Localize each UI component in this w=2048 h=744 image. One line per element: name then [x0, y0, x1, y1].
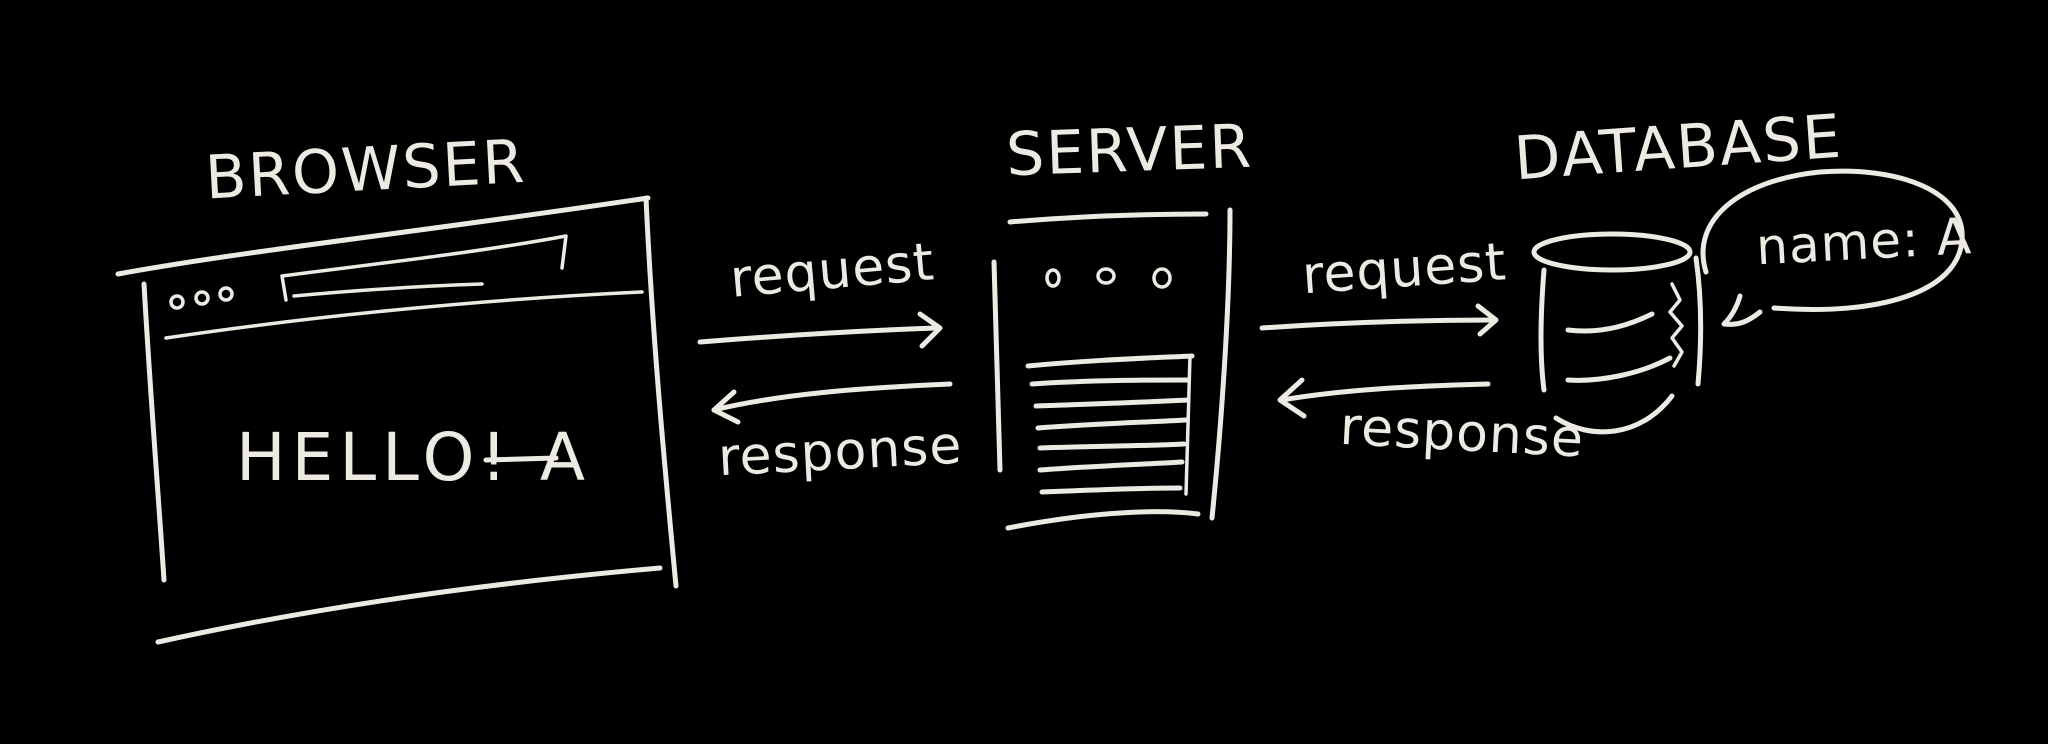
- server-database-edges: request response: [1259, 232, 1585, 470]
- browser-window-right-edge: [643, 195, 679, 589]
- database-cylinder-icon: [1531, 231, 1704, 435]
- browser-window-icon: [115, 195, 679, 645]
- browser-server-edges: request response: [697, 232, 964, 489]
- arrow-head-right-icon: [1475, 303, 1499, 337]
- browser-toolbar-divider: [164, 290, 644, 340]
- server-indicator-icon: [1096, 267, 1116, 285]
- response-arrow-1: [711, 381, 953, 413]
- response-arrow-2: [1279, 381, 1491, 403]
- database-layer: [1565, 355, 1673, 383]
- browser-window-bottom-edge: [155, 565, 663, 645]
- address-bar-underline: [292, 282, 484, 298]
- server-top-edge: [1007, 211, 1209, 225]
- record-bubble-tail: [1721, 293, 1763, 327]
- arrow-head-right-icon: [917, 311, 943, 349]
- window-dot-icon: [218, 286, 234, 302]
- browser-title: BROWSER: [203, 127, 527, 214]
- database-record: name: A: [1755, 207, 1973, 276]
- server-drive-slot: [1035, 417, 1189, 431]
- database-node: DATABASE name: A: [1512, 102, 1973, 435]
- address-bar-icon: [280, 234, 568, 302]
- database-left-side: [1538, 267, 1547, 393]
- server-right-edge: [1209, 207, 1233, 521]
- server-node: SERVER: [991, 112, 1254, 531]
- server-bottom-edge: [1005, 509, 1201, 531]
- name-underline: [483, 455, 559, 463]
- response-label-2: response: [1338, 397, 1585, 470]
- server-indicator-icon: [1045, 268, 1061, 288]
- database-bottom-curve: [1553, 393, 1675, 435]
- browser-window-left-edge: [141, 281, 167, 583]
- database-top-ellipse: [1531, 231, 1693, 273]
- database-record-bubble: name: A: [1700, 168, 1973, 327]
- request-label-1: request: [728, 232, 937, 310]
- server-indicator-icon: [1152, 267, 1172, 289]
- window-dot-icon: [194, 290, 210, 306]
- database-layer: [1565, 311, 1655, 334]
- server-drive-bracket: [1184, 354, 1192, 496]
- request-arrow-2: [1259, 317, 1497, 331]
- server-drive-slot: [1033, 397, 1191, 409]
- database-zigzag-icon: [1668, 282, 1684, 368]
- record-bubble-outline: [1700, 168, 1965, 313]
- database-title: DATABASE: [1512, 102, 1845, 195]
- browser-window-top-edge: [115, 195, 651, 277]
- database-right-side: [1693, 255, 1704, 387]
- browser-node: BROWSER HELLO! A: [115, 127, 679, 645]
- server-drive-slot: [1039, 485, 1183, 495]
- arrow-head-left-icon: [711, 389, 741, 425]
- server-drive-slot: [1025, 353, 1195, 369]
- request-label-2: request: [1300, 232, 1508, 306]
- server-drive-slot: [1029, 377, 1191, 387]
- server-drive-slot: [1037, 459, 1185, 473]
- server-title: SERVER: [1005, 112, 1254, 191]
- server-drive-slot: [1037, 441, 1187, 451]
- window-dot-icon: [169, 294, 185, 310]
- server-rack-icon: [991, 207, 1233, 531]
- request-arrow-1: [697, 325, 939, 345]
- arrow-head-left-icon: [1277, 377, 1307, 419]
- server-left-edge: [991, 259, 1003, 473]
- response-label-1: response: [717, 416, 964, 489]
